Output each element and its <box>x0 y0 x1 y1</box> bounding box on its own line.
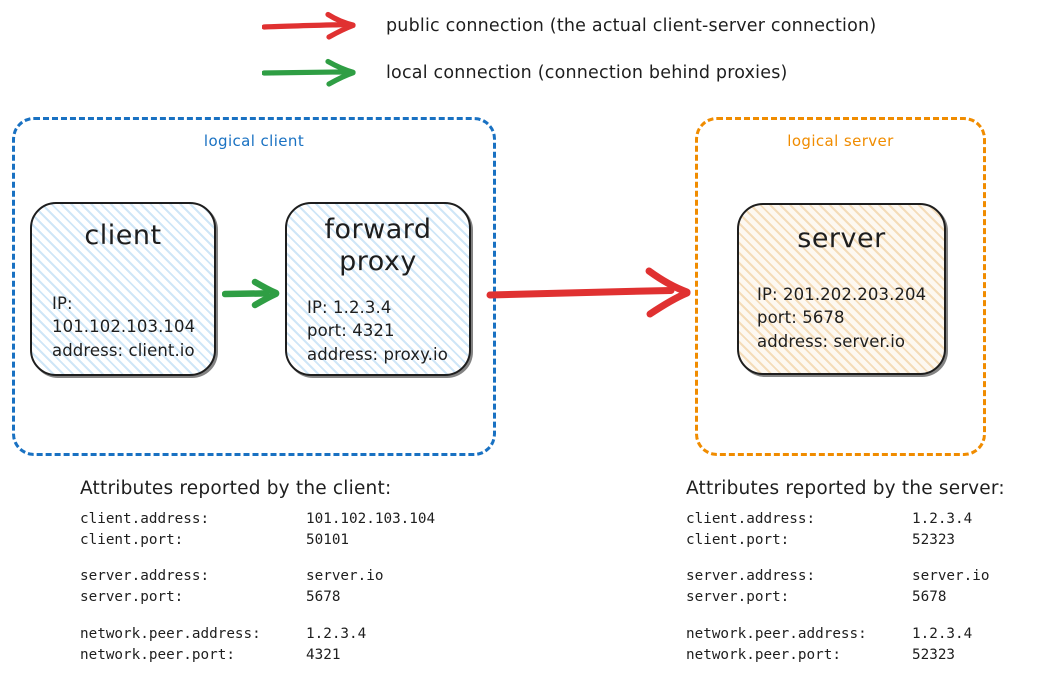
attribute-key: network.peer.address: <box>80 625 261 642</box>
node-client-attributes: IP: 101.102.103.104 address: client.io <box>52 294 196 360</box>
node-server-attributes: IP: 201.202.203.204 port: 5678 address: … <box>757 285 927 351</box>
attribute-key: client.port: <box>80 532 184 549</box>
node-server[interactable]: server IP: 201.202.203.204 port: 5678 ad… <box>737 203 946 375</box>
attribute-value: server.io <box>912 568 990 585</box>
attribute-key: server.port: <box>80 589 184 606</box>
node-forward-proxy[interactable]: forward proxy IP: 1.2.3.4 port: 4321 add… <box>285 202 471 376</box>
node-server-title: server <box>797 223 886 254</box>
spacer-cell <box>80 609 435 624</box>
red-arrow-right-icon <box>261 11 362 41</box>
attribute-row: server.address: server.io <box>80 566 435 587</box>
connection-local-arrow <box>221 272 292 316</box>
green-arrow-right-icon <box>261 58 362 88</box>
legend-label-local-connection: local connection (connection behind prox… <box>386 63 788 83</box>
attribute-group-spacer <box>686 609 989 624</box>
attribute-value: 50101 <box>306 532 350 549</box>
attribute-row: network.peer.address: 1.2.3.4 <box>80 624 435 645</box>
attribute-row: server.port: 5678 <box>686 587 989 608</box>
legend-item-public-connection: public connection (the actual client-ser… <box>261 9 877 43</box>
attributes-client-table-body: client.address: 101.102.103.104 client.por… <box>80 509 435 666</box>
connection-public-arrow <box>486 262 701 324</box>
attribute-value: 52323 <box>912 646 956 663</box>
attribute-key: network.peer.address: <box>686 625 867 642</box>
attribute-key: network.peer.port: <box>686 646 841 663</box>
legend-label-public-connection: public connection (the actual client-ser… <box>386 16 877 36</box>
legend: public connection (the actual client-ser… <box>0 0 1039 110</box>
spacer-cell <box>686 609 989 624</box>
node-forward-proxy-title: forward proxy <box>324 214 432 277</box>
node-client-title: client <box>84 220 162 251</box>
attributes-server-table-body: client.address: 1.2.3.4 client.port: 52323 s… <box>686 509 989 666</box>
attribute-row: network.peer.address: 1.2.3.4 <box>686 624 989 645</box>
attribute-value: 1.2.3.4 <box>306 625 367 642</box>
attribute-row: network.peer.port: 4321 <box>80 645 435 666</box>
attribute-group-spacer <box>686 551 989 566</box>
attributes-server-block: Attributes reported by the server: clien… <box>686 478 1005 666</box>
attribute-group-spacer <box>80 551 435 566</box>
attribute-value: 1.2.3.4 <box>912 511 973 527</box>
attribute-row: server.port: 5678 <box>80 587 435 608</box>
attribute-value: 5678 <box>306 589 341 606</box>
attributes-server-heading: Attributes reported by the server: <box>686 478 1005 499</box>
attribute-key: network.peer.port: <box>80 646 235 663</box>
node-client[interactable]: client IP: 101.102.103.104 address: clie… <box>30 202 216 376</box>
attribute-key: client.address: <box>686 511 816 527</box>
attributes-client-table: client.address: 101.102.103.104 client.por… <box>80 509 435 666</box>
attribute-row: client.port: 50101 <box>80 530 435 551</box>
logical-server-label: logical server <box>787 132 894 150</box>
attribute-key: client.address: <box>80 511 210 527</box>
attribute-row: client.address: 1.2.3.4 <box>686 509 989 530</box>
attributes-client-heading: Attributes reported by the client: <box>80 478 392 499</box>
attribute-key: server.port: <box>686 589 790 606</box>
attribute-key: server.address: <box>686 568 816 585</box>
attribute-value: 101.102.103.104 <box>306 511 436 527</box>
spacer-cell <box>80 551 435 566</box>
attribute-key: server.address: <box>80 568 210 585</box>
logical-client-label: logical client <box>203 132 305 150</box>
attribute-value: server.io <box>306 568 384 585</box>
attribute-value: 1.2.3.4 <box>912 625 973 642</box>
attribute-value: 5678 <box>912 589 947 606</box>
attribute-row: network.peer.port: 52323 <box>686 645 989 666</box>
attribute-value: 52323 <box>912 532 956 549</box>
attribute-row: client.address: 101.102.103.104 <box>80 509 435 530</box>
attribute-group-spacer <box>80 609 435 624</box>
attribute-key: client.port: <box>686 532 790 549</box>
attributes-client-block: Attributes reported by the client: clien… <box>80 478 435 666</box>
spacer-cell <box>686 551 989 566</box>
legend-item-local-connection: local connection (connection behind prox… <box>261 56 788 90</box>
node-forward-proxy-attributes: IP: 1.2.3.4 port: 4321 address: proxy.io <box>307 298 448 364</box>
attribute-value: 4321 <box>306 646 341 663</box>
attribute-row: client.port: 52323 <box>686 530 989 551</box>
attribute-row: server.address: server.io <box>686 566 989 587</box>
attributes-server-table: client.address: 1.2.3.4 client.port: 52323 s… <box>686 509 989 666</box>
